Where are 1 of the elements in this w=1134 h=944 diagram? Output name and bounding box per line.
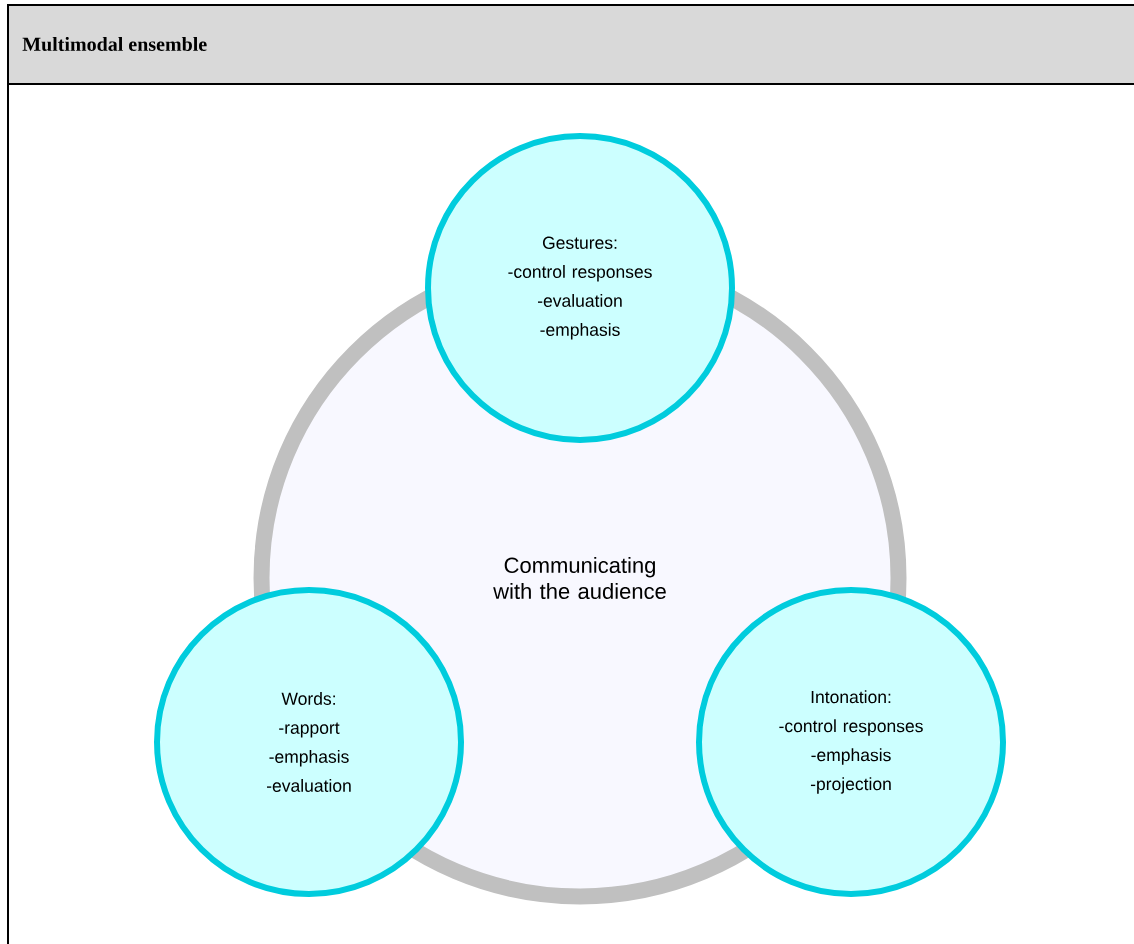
header-bar: Multimodal ensemble [9,6,1134,83]
